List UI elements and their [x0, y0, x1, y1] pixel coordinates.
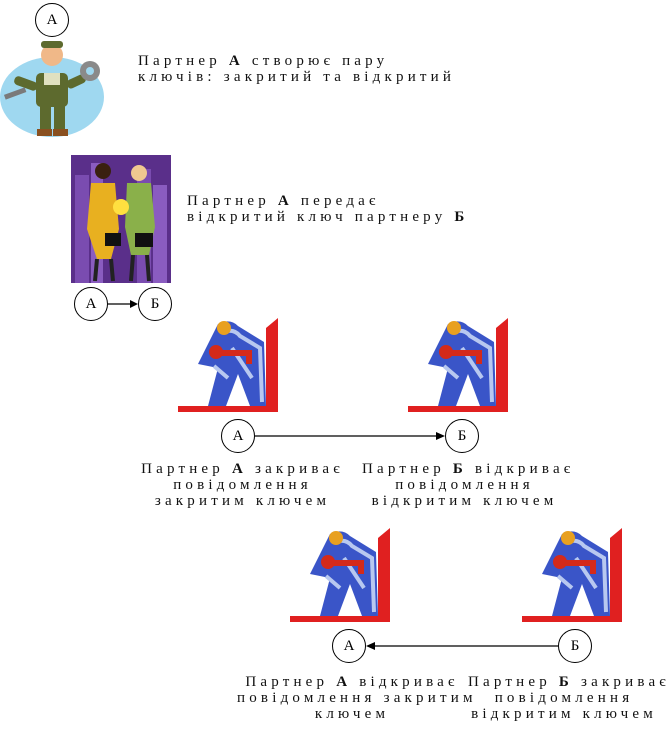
mechanic-clipart: [0, 41, 104, 137]
step2-caption: Партнер А передає відкритий ключ партнер…: [187, 193, 468, 225]
step3-left-line2: повідомлення: [173, 477, 312, 493]
step3-left-caption: Партнер А закриває повідомлення закритим…: [140, 461, 345, 509]
step4-left-line1: Партнер А відкриває: [245, 674, 459, 690]
node-b-step2: Б: [138, 287, 172, 321]
pusher-clipart-step4-left: [290, 528, 390, 622]
step4-right-caption: Партнер Б закриває повідомлення відкрити…: [468, 674, 670, 722]
step4-left-line2: повідомлення закритим: [237, 690, 477, 706]
pusher-clipart-step3-left: [178, 318, 278, 412]
step4-right-line3: відкритим ключем: [471, 706, 657, 722]
step4-right-line1: Партнер Б закриває: [468, 674, 670, 690]
node-b-step4: Б: [558, 629, 592, 663]
handshake-clipart: [71, 155, 171, 283]
step3-right-line1: Партнер Б відкриває: [362, 461, 575, 477]
node-a-step4: А: [332, 629, 366, 663]
step1-caption-line1: Партнер А створює пару: [138, 53, 389, 69]
pusher-clipart-step4-right: [522, 528, 622, 622]
step1-caption: Партнер А створює пару ключів: закритий …: [138, 53, 455, 85]
node-a-step3: А: [221, 419, 255, 453]
step4-right-line2: повідомлення: [494, 690, 634, 706]
step2-caption-line1: Партнер А передає: [187, 193, 380, 209]
node-a-step1: А: [35, 3, 69, 37]
step3-left-line3: закритим ключем: [154, 493, 331, 509]
step4-left-caption: Партнер А відкриває повідомлення закрити…: [237, 674, 477, 722]
step2-caption-line2: відкритий ключ партнеру Б: [187, 209, 469, 225]
node-a-step2: А: [74, 287, 108, 321]
node-b-step3: Б: [445, 419, 479, 453]
step4-left-line3: ключем: [314, 706, 390, 722]
step1-caption-line2: ключів: закритий та відкритий: [138, 69, 456, 85]
step3-left-line1: Партнер А закриває: [141, 461, 344, 477]
step3-right-caption: Партнер Б відкриває повідомлення відкрит…: [362, 461, 575, 509]
step3-right-line2: повідомлення: [395, 477, 534, 493]
pusher-clipart-step3-right: [408, 318, 508, 412]
step3-right-line3: відкритим ключем: [371, 493, 558, 509]
